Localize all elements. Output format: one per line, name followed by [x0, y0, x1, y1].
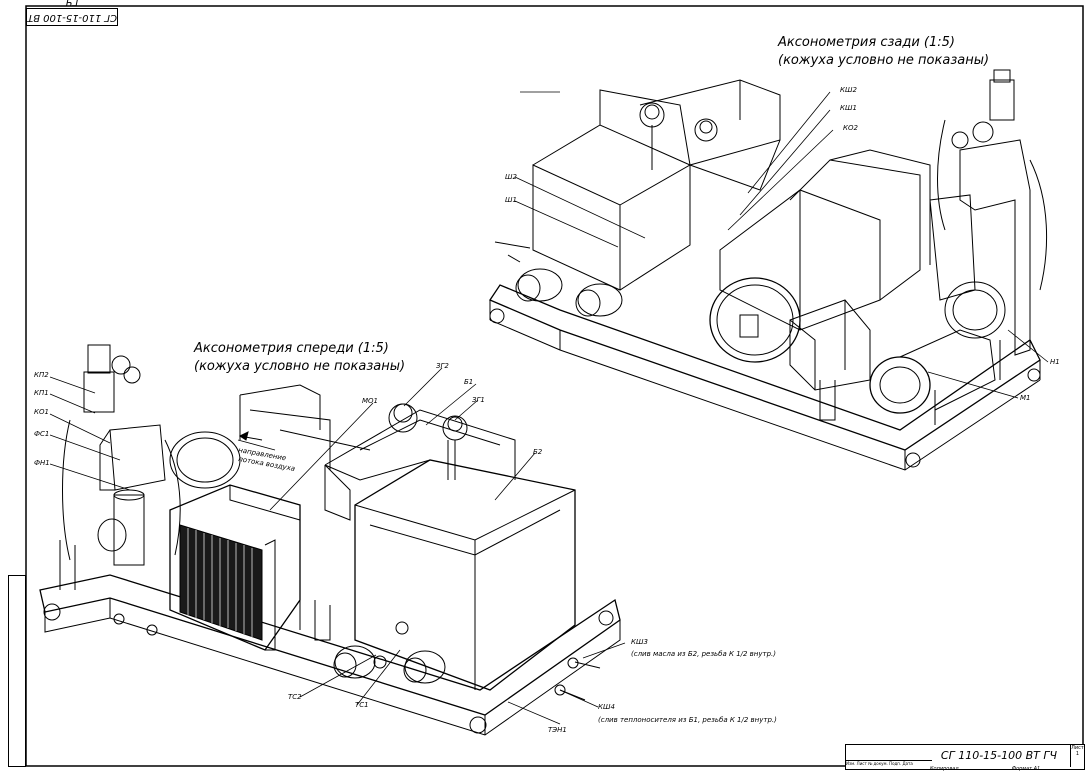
label-ksh1: КШ1	[840, 104, 857, 112]
drawing-code: СГ 110-15-100 ВТ ГЧ	[940, 749, 1058, 762]
label-ksh4: КШ4	[598, 703, 615, 711]
sheet-number: 1	[1075, 751, 1080, 757]
front-view-assembly	[39, 344, 621, 736]
label-zg2: ЗГ2	[436, 362, 449, 370]
rear-base-frame	[489, 284, 1041, 451]
sheet-label: Лист	[1071, 745, 1084, 751]
title-block: Изм. Лист № докум. Подп. Дата СГ 110-15-…	[845, 744, 1085, 770]
label-fs1: ФС1	[34, 430, 49, 438]
front-tank-b2	[354, 459, 576, 691]
label-zg1: ЗГ1	[472, 396, 485, 404]
label-ksh3-note: (слив масла из Б2, резьба К 1/2 внутр.)	[631, 650, 776, 658]
front-view-title: Аксонометрия спереди (1:5)	[193, 341, 389, 356]
rear-motor-m1	[869, 356, 931, 414]
format-label: Формат А1	[1011, 766, 1041, 772]
front-base-frame	[39, 574, 621, 716]
label-sh1: Ш1	[505, 196, 517, 204]
rear-tank	[532, 164, 691, 291]
label-ksh3: КШ3	[631, 638, 648, 646]
front-view-note: (кожуха условно не показаны)	[194, 359, 405, 374]
front-tank-b1	[324, 409, 516, 480]
rear-view-note: (кожуха условно не показаны)	[778, 53, 989, 68]
label-mo1: МО1	[362, 397, 378, 405]
label-ksh2: КШ2	[840, 86, 857, 94]
under-title-block: Копировал Формат А1	[930, 766, 1040, 772]
label-m1: М1	[1020, 394, 1031, 402]
rear-view-assembly	[489, 69, 1048, 471]
radiator-core	[179, 524, 263, 641]
label-kp2: КП2	[34, 371, 49, 379]
label-ksh4-note: (слив теплоносителя из Б1, резьба К 1/2 …	[598, 716, 777, 724]
label-b2: Б2	[533, 448, 543, 456]
label-fn1: ФН1	[34, 459, 50, 467]
title-block-row-labels: Изм. Лист № докум. Подп. Дата	[846, 760, 932, 769]
label-ko2: КО2	[843, 124, 858, 132]
label-ten1: ТЭН1	[548, 726, 567, 734]
left-margin-strip	[8, 575, 26, 767]
label-n1: Н1	[1050, 358, 1060, 366]
label-sh2: Ш2	[505, 173, 517, 181]
drawing-frame	[25, 5, 1084, 767]
drawing-code-stamp-top: СГ 110-15-100 ВТ ГЧ	[26, 0, 118, 26]
copied-by-label: Копировал	[930, 766, 959, 772]
label-tc1: ТС1	[355, 701, 369, 709]
rear-control-box	[789, 299, 871, 391]
label-group: Аксонометрия сзади (1:5) (кожуха условно…	[34, 35, 1060, 734]
rear-fan-disc	[709, 277, 801, 363]
label-tc2: ТС2	[288, 693, 302, 701]
label-b1: Б1	[464, 378, 473, 386]
rear-view-title: Аксонометрия сзади (1:5)	[777, 35, 955, 50]
airflow-arrow	[239, 431, 263, 441]
label-kp1: КП1	[34, 389, 49, 397]
leader-lines	[49, 91, 1049, 725]
sheet-cell: Лист 1	[1070, 745, 1084, 767]
label-ko1: КО1	[34, 408, 49, 416]
